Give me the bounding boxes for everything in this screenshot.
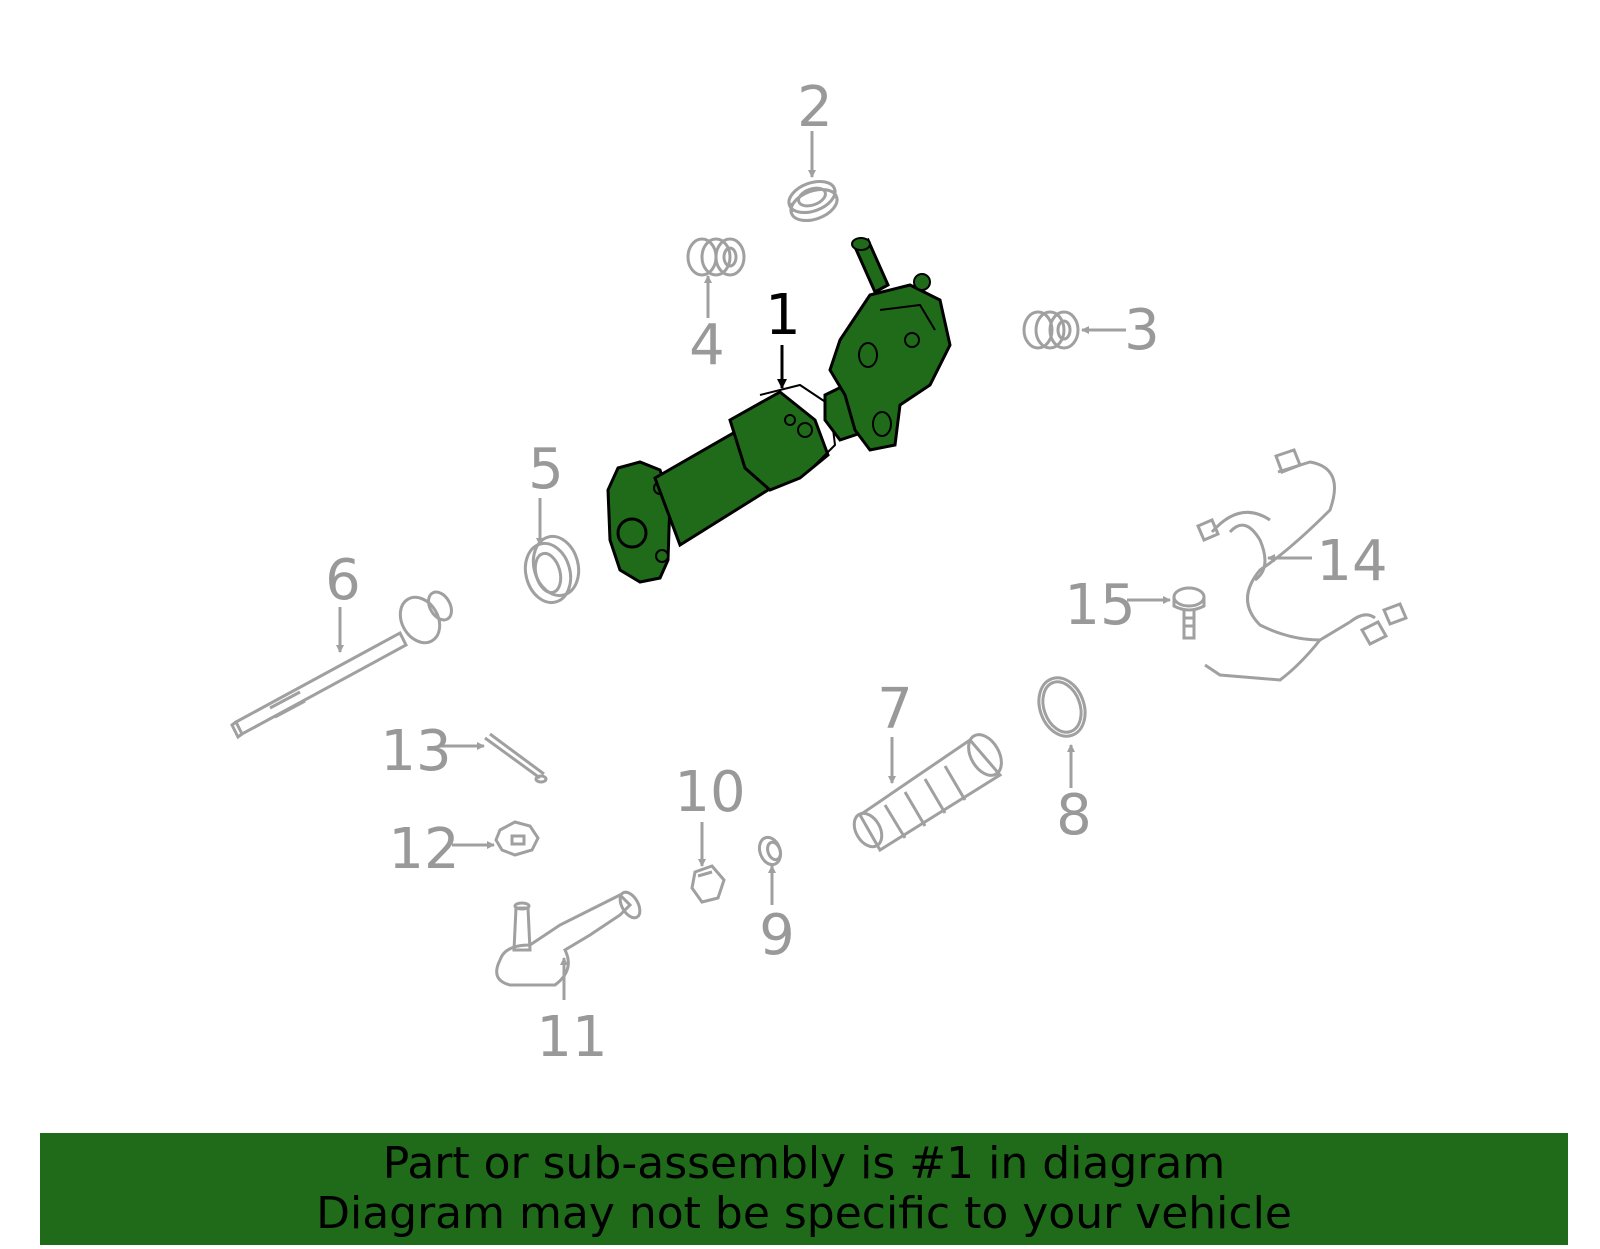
boot-part-7[interactable] — [849, 729, 1009, 853]
banner-line-1: Part or sub-assembly is #1 in diagram — [382, 1138, 1226, 1189]
inner-tie-rod-part-6[interactable] — [230, 588, 456, 740]
leader-arrows — [336, 131, 1312, 1000]
tie-rod-end-part-11[interactable] — [495, 889, 644, 987]
clamp-part-8[interactable] — [1031, 671, 1093, 742]
callout-14[interactable]: 14 — [1316, 529, 1387, 594]
callout-9[interactable]: 9 — [759, 903, 795, 968]
callout-3[interactable]: 3 — [1124, 298, 1160, 363]
callout-8[interactable]: 8 — [1056, 783, 1092, 848]
info-banner-background — [40, 1133, 1568, 1245]
seal-part-5[interactable] — [519, 531, 585, 607]
cotter-pin-part-13[interactable] — [484, 732, 548, 784]
bolt-part-15[interactable] — [1172, 586, 1206, 640]
callout-11[interactable]: 11 — [536, 1005, 607, 1070]
callout-15[interactable]: 15 — [1064, 573, 1135, 638]
nut-part-10[interactable] — [690, 864, 726, 904]
lock-nut-part-12[interactable] — [494, 820, 540, 857]
callout-5[interactable]: 5 — [528, 437, 564, 502]
nut-part-2[interactable] — [785, 176, 842, 227]
bushing-part-3[interactable] — [1022, 310, 1080, 350]
wiring-harness-part-14[interactable] — [1196, 448, 1408, 682]
callout-12[interactable]: 12 — [388, 817, 459, 882]
banner-line-2: Diagram may not be specific to your vehi… — [316, 1188, 1292, 1239]
info-banner: Part or sub-assembly is #1 in diagram Di… — [40, 1133, 1568, 1245]
callout-10[interactable]: 10 — [674, 760, 745, 825]
steering-gear-part-1[interactable] — [606, 237, 952, 584]
callout-1[interactable]: 1 — [765, 283, 801, 348]
clip-part-9[interactable] — [756, 834, 784, 867]
callout-2[interactable]: 2 — [797, 75, 833, 140]
callout-7[interactable]: 7 — [877, 677, 913, 742]
callout-6[interactable]: 6 — [325, 548, 361, 613]
callout-13[interactable]: 13 — [380, 719, 451, 784]
bushing-part-4[interactable] — [686, 237, 746, 277]
callout-4[interactable]: 4 — [689, 313, 725, 378]
